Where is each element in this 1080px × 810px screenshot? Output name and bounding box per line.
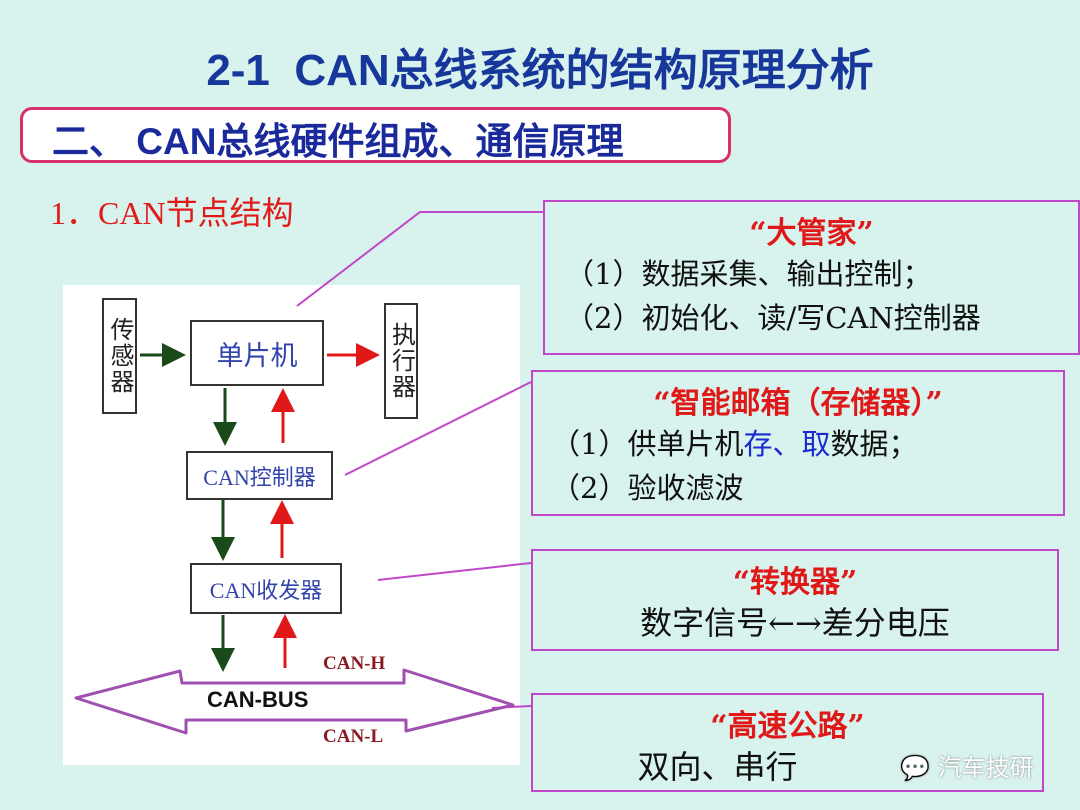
callout-mcu-line2: （2）初始化、读/写CAN控制器 (565, 301, 981, 335)
text: 数据； (830, 427, 918, 461)
watermark: 💬 汽车技研 (900, 748, 1034, 783)
connector-mcu (296, 211, 543, 307)
callout-bus-title: “高速公路” (710, 709, 865, 744)
section-heading: 1．CAN节点结构 (50, 195, 294, 231)
callout-mcu-title: “大管家” (749, 216, 874, 251)
actuator-block: 执行器 (384, 303, 418, 419)
callout-connectors (296, 211, 543, 709)
callout-controller-line2: （2）验收滤波 (551, 471, 744, 505)
watermark-text: 汽车技研 (937, 754, 1034, 782)
connector-transceiver (377, 562, 532, 581)
callout-transceiver: “转换器” 数字信号←→差分电压 (531, 549, 1059, 651)
callout-bus-line: 双向、串行 (637, 748, 798, 786)
callout-controller-line1: （1）供单片机存、取数据； (533, 422, 1063, 466)
subtitle: 二、 CAN总线硬件组成、通信原理 (52, 121, 624, 162)
sensor-block: 传感器 (102, 298, 137, 414)
page-title: 2-1 CAN总线系统的结构原理分析 (206, 46, 874, 95)
can-bus-label: CAN-BUS (207, 687, 309, 712)
subtitle-box (20, 107, 731, 163)
can-h-label: CAN-H (323, 653, 386, 674)
callout-controller: “智能邮箱（存储器）” （1）供单片机存、取数据； （2）验收滤波 (531, 370, 1065, 516)
callout-controller-title: “智能邮箱（存储器）” (653, 386, 943, 421)
wechat-icon: 💬 (900, 754, 938, 782)
highlight-text: 存、取 (743, 427, 831, 461)
callout-transceiver-title: “转换器” (732, 565, 858, 600)
text: （1）供单片机 (551, 427, 744, 461)
can-controller-block: CAN控制器 (186, 451, 333, 500)
connector-controller (344, 381, 532, 476)
can-transceiver-block: CAN收发器 (190, 563, 342, 614)
callout-bus: “高速公路” 双向、串行 (531, 693, 1044, 792)
callout-mcu: “大管家” （1）数据采集、输出控制； （2）初始化、读/写CAN控制器 (543, 200, 1080, 355)
can-l-label: CAN-L (323, 726, 384, 747)
mcu-block: 单片机 (190, 320, 324, 386)
callout-mcu-line1: （1）数据采集、输出控制； (565, 257, 932, 291)
callout-transceiver-line: 数字信号←→差分电压 (640, 604, 950, 642)
can-bus-double-arrow (74, 668, 515, 735)
